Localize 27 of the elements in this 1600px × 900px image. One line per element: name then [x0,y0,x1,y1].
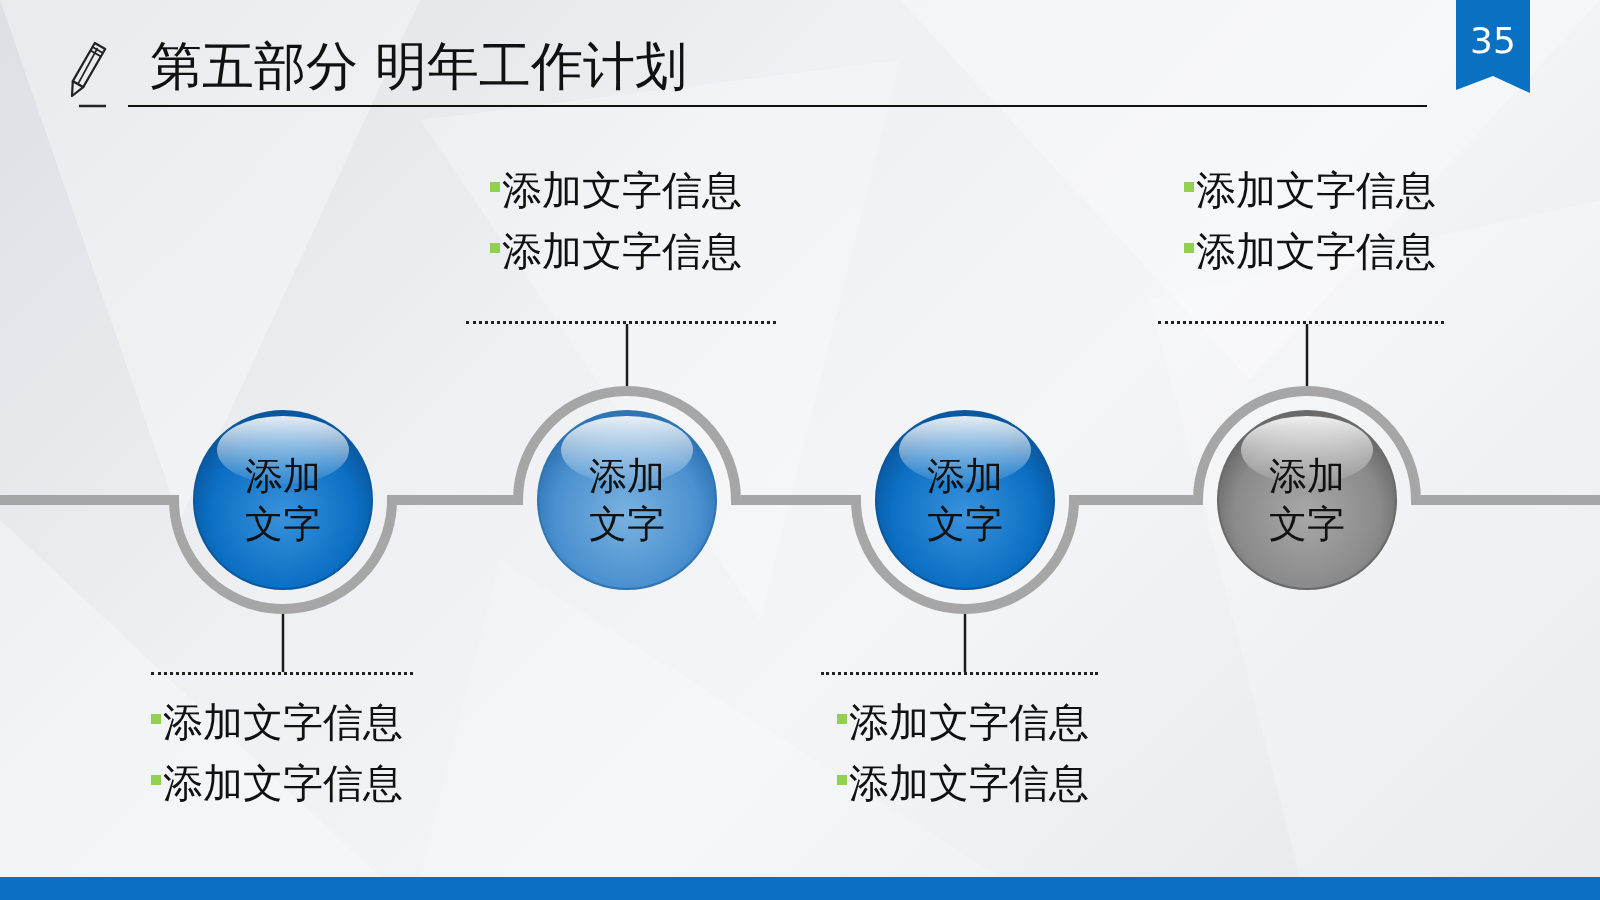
slide-title: 第五部分 明年工作计划 [150,35,687,98]
node-label: 添加文字 [244,453,322,548]
info-text: 添加文字信息 [163,697,403,746]
timeline-track [397,495,513,505]
node-label: 添加文字 [588,453,666,548]
sphere-node [513,386,741,590]
info-text: 添加文字信息 [849,758,1089,807]
sphere-node [1193,386,1421,590]
info-text: 添加文字信息 [502,226,742,275]
page-number: 35 [1469,20,1517,62]
info-text: 添加文字信息 [502,165,742,214]
timeline-track [1421,495,1600,505]
info-text: 添加文字信息 [849,697,1089,746]
timeline-track [741,495,851,505]
timeline-track [1079,495,1193,505]
leader-line [281,614,285,672]
info-text: 添加文字信息 [1196,226,1436,275]
leader-line [625,324,629,386]
info-text: 添加文字信息 [1196,165,1436,214]
sphere-node [851,410,1079,614]
node-label: 添加文字 [926,453,1004,548]
leader-line [1305,324,1309,386]
leader-line [963,614,967,672]
info-text: 添加文字信息 [163,758,403,807]
sphere-node [169,410,397,614]
timeline-track [0,495,169,505]
node-label: 添加文字 [1268,453,1346,548]
